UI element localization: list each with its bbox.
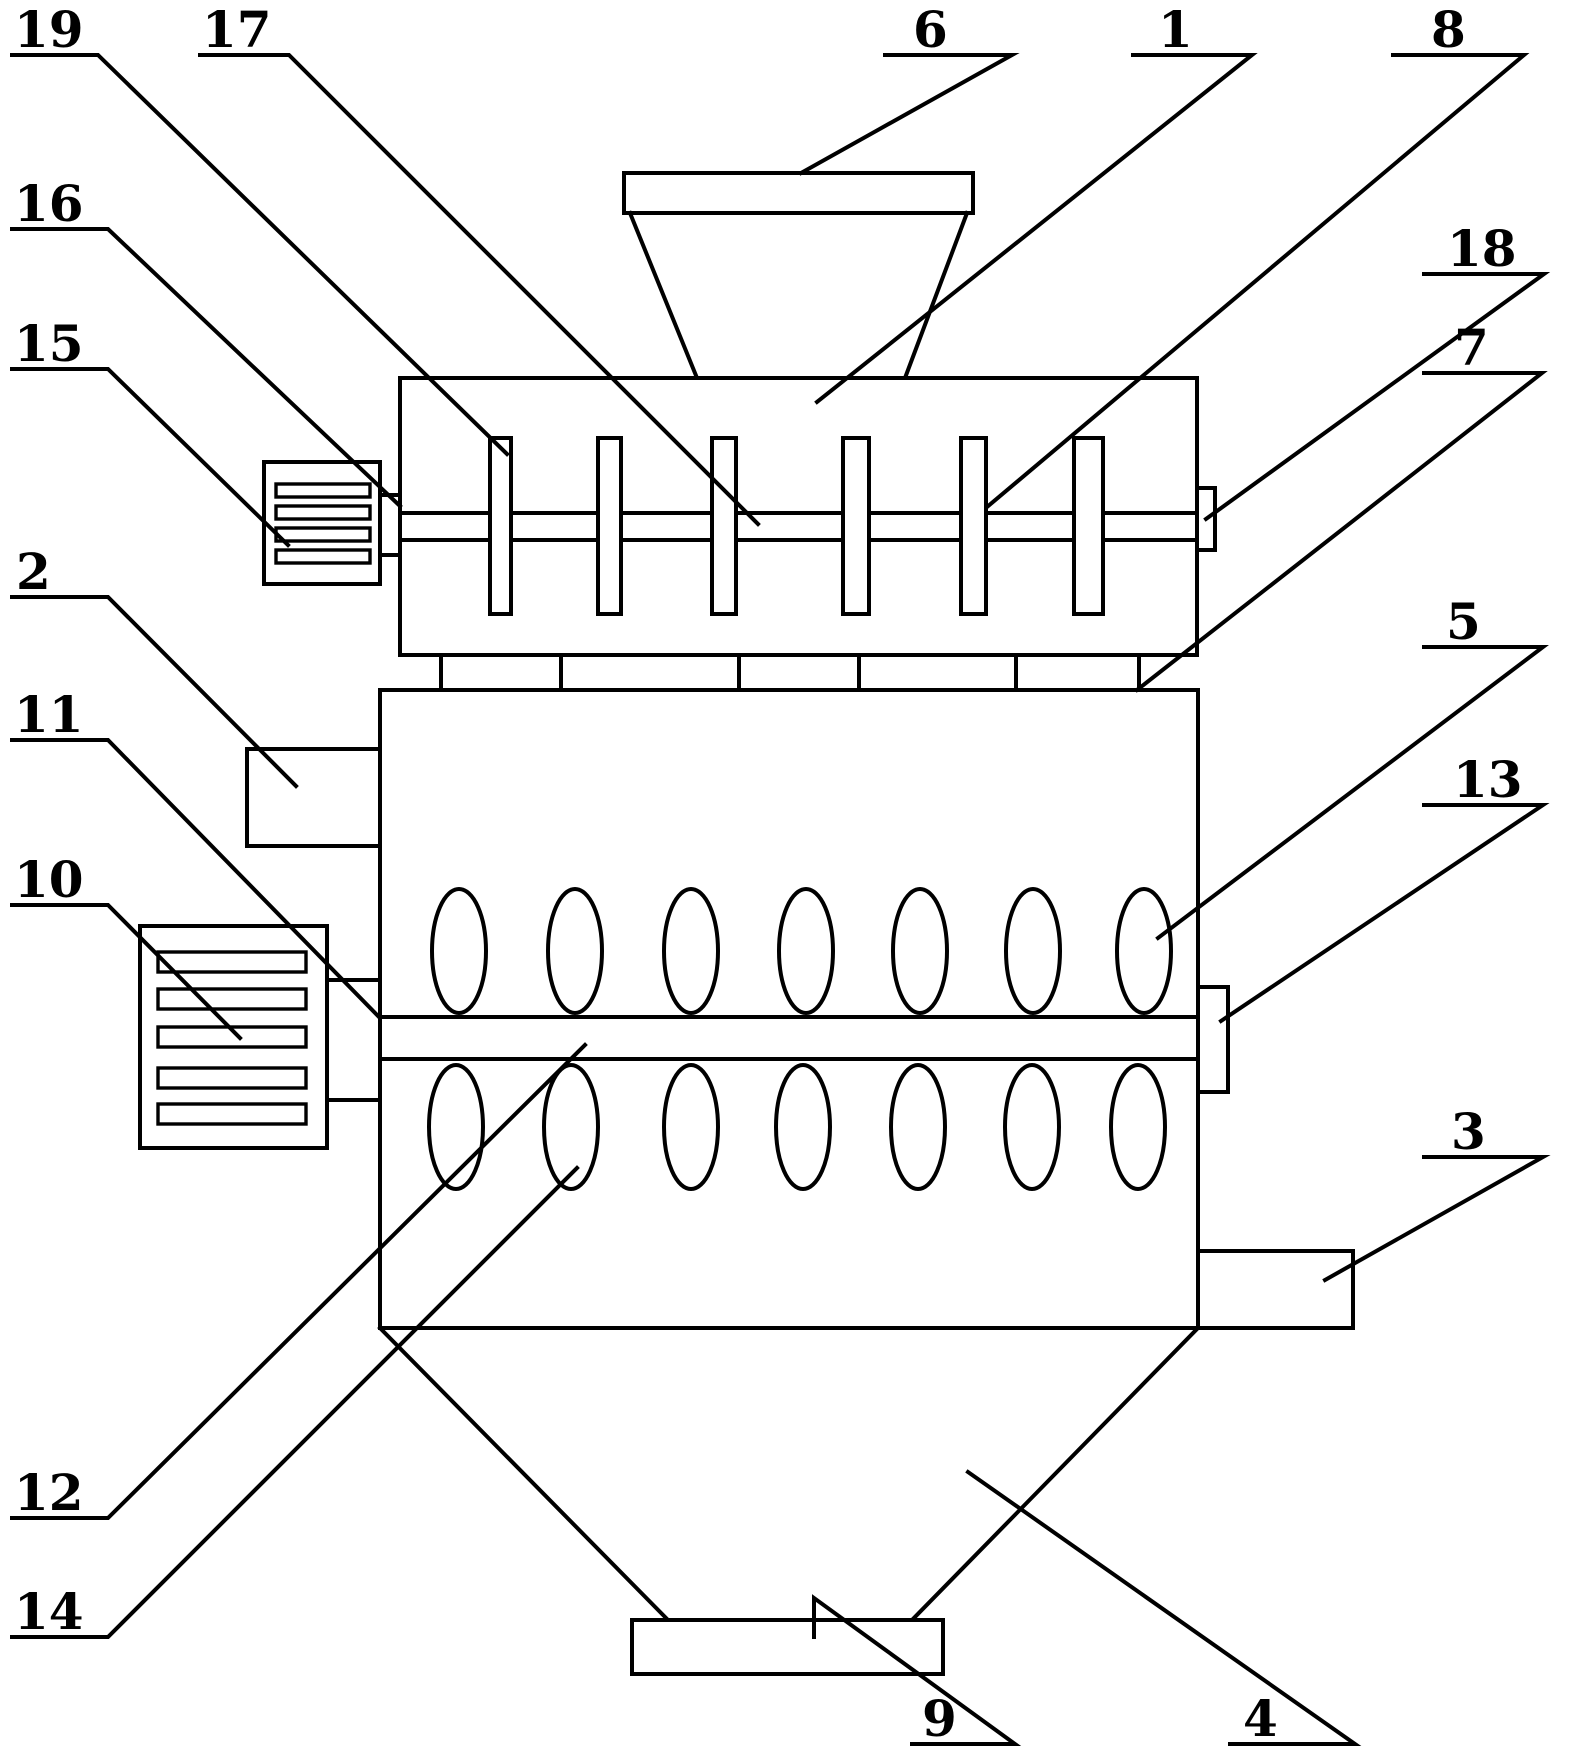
label-4: 4: [1243, 1689, 1278, 1748]
upper-paddle: [959, 436, 988, 616]
upper-paddle: [841, 436, 871, 616]
label-3: 3: [1451, 1102, 1486, 1161]
upper-paddles: [488, 436, 1105, 616]
discharge-funnel: [377, 1325, 1201, 1623]
label-10: 10: [14, 850, 84, 909]
lower-motor-fins: [156, 950, 308, 1126]
upper-motor: [262, 460, 382, 586]
label-17: 17: [202, 0, 272, 59]
upper-blades: [430, 887, 1173, 1015]
label-5: 5: [1446, 592, 1481, 651]
label-18: 18: [1447, 219, 1517, 278]
connecting-pipes: [439, 653, 1141, 692]
hopper-funnel: [627, 210, 970, 381]
label-1: 1: [1158, 0, 1193, 59]
label-6: 6: [913, 0, 948, 59]
label-19: 19: [14, 0, 84, 59]
upper-paddle: [488, 436, 513, 616]
hopper-lid: [622, 171, 975, 215]
label-2: 2: [16, 542, 51, 601]
label-9: 9: [922, 1689, 957, 1748]
leader-lines: [10, 53, 1551, 1746]
upper-paddle: [1072, 436, 1105, 616]
label-13: 13: [1453, 750, 1523, 809]
lower-coupling: [325, 978, 382, 1102]
main-body: [378, 688, 1200, 1330]
side-outlet: [1196, 1249, 1355, 1330]
side-inlet: [245, 747, 382, 848]
lower-blades: [427, 1063, 1167, 1191]
label-11: 11: [14, 685, 84, 744]
label-7: 7: [1454, 318, 1489, 377]
label-12: 12: [14, 1463, 84, 1522]
label-16: 16: [14, 174, 84, 233]
label-8: 8: [1431, 0, 1466, 59]
main-shaft: [378, 1015, 1200, 1061]
upper-paddle: [710, 436, 738, 616]
upper-paddle: [596, 436, 623, 616]
main-bearing: [1196, 985, 1230, 1094]
upper-shaft: [398, 511, 1199, 542]
label-15: 15: [14, 314, 84, 373]
collecting-tray: [630, 1618, 945, 1676]
label-14: 14: [14, 1582, 84, 1641]
lower-motor: [138, 924, 329, 1150]
